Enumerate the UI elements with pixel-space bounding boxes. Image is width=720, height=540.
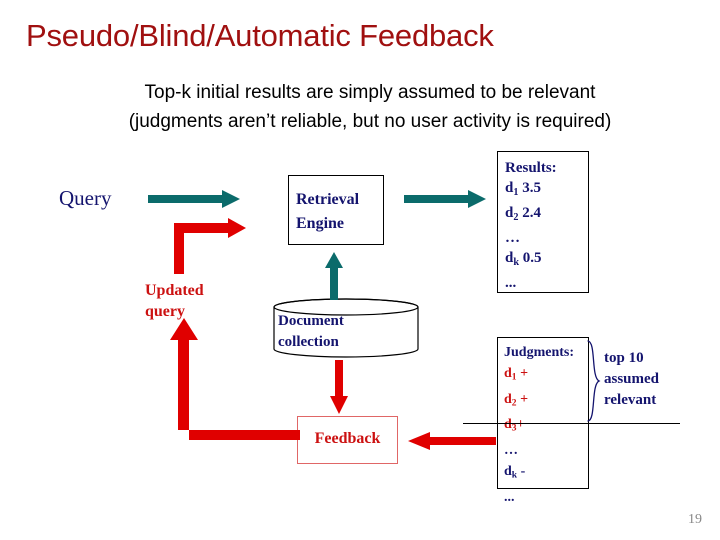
document-collection-label: Document collection [278, 311, 344, 353]
document-collection-line-2: collection [278, 334, 339, 350]
results-score: 3.5 [522, 180, 541, 196]
results-doc-subscript: k [513, 256, 520, 268]
judgments-doc: d [504, 391, 512, 407]
results-doc-subscript: 1 [513, 186, 519, 198]
judgments-doc: ... [504, 489, 515, 505]
arrow-retrieval-engine-to-results [404, 190, 486, 208]
arrow-document-collection-to-feedback [330, 360, 348, 414]
judgments-row: d2 + [504, 389, 574, 415]
judgments-row: … [504, 440, 574, 461]
feedback-label: Feedback [314, 430, 381, 447]
updated-query-label: Updated query [145, 280, 204, 322]
judgments-mark: + [516, 417, 525, 433]
judgments-doc: … [504, 442, 518, 458]
results-row: d1 3.5 [505, 178, 557, 203]
judgments-row: d3+ [504, 414, 574, 440]
results-doc: d [505, 204, 514, 221]
arrow-feedback-to-updated-query [160, 318, 300, 440]
results-doc: … [505, 229, 520, 246]
judgments-doc-subscript: 3 [511, 423, 517, 434]
retrieval-engine-label: Retrieval Engine [296, 188, 359, 236]
results-heading: Results: [505, 160, 557, 176]
results-row: … [505, 228, 557, 248]
curly-brace-icon [585, 339, 603, 423]
results-row: dk 0.5 [505, 248, 557, 273]
results-doc-subscript: 2 [513, 211, 519, 223]
retrieval-engine-box: Retrieval Engine [288, 175, 384, 245]
judgments-doc: d [504, 366, 512, 381]
judgments-row: d1 + [504, 363, 574, 389]
subtitle-line-2: (judgments aren’t reliable, but no user … [128, 111, 612, 132]
slide-subtitle: Top-k initial results are simply assumed… [50, 78, 690, 136]
results-doc: d [505, 180, 514, 196]
judgments-heading: Judgments: [504, 345, 575, 360]
judgments-list: Judgments: d1 + d2 + d3+ … dk - ... [504, 342, 574, 508]
results-row: d2 2.4 [505, 203, 557, 228]
retrieval-engine-line-1: Retrieval [296, 191, 360, 208]
results-list: Results: d1 3.5 d2 2.4 … dk 0.5 ... [505, 158, 557, 293]
feedback-box: Feedback [297, 416, 398, 464]
updated-query-line-2: query [145, 303, 185, 320]
judgments-doc: d [504, 463, 512, 479]
results-box: Results: d1 3.5 d2 2.4 … dk 0.5 ... [497, 151, 589, 293]
query-label: Query [59, 186, 112, 210]
judgments-mark: - [520, 463, 526, 479]
document-collection-cylinder [272, 298, 420, 358]
callout-line-1: top 10 [604, 350, 644, 366]
judgments-mark: + [520, 391, 529, 407]
judgments-doc-subscript: k [511, 470, 518, 481]
page-number: 19 [688, 512, 702, 527]
results-doc: d [505, 249, 514, 266]
judgments-row: ... [504, 487, 574, 508]
callout-line-3: relevant [604, 392, 657, 408]
judgments-doc-subscript: 2 [511, 398, 517, 409]
updated-query-line-1: Updated [145, 282, 204, 299]
document-collection-line-1: Document [278, 313, 344, 329]
judgments-row: dk - [504, 461, 574, 487]
subtitle-line-1: Top-k initial results are simply assumed… [144, 82, 596, 103]
arrow-updated-query-to-retrieval-engine [174, 218, 246, 274]
judgments-mark: + [520, 366, 529, 381]
judgments-box: Judgments: d1 + d2 + d3+ … dk - ... [497, 337, 589, 505]
callout-line-2: assumed [604, 371, 660, 387]
arrow-document-collection-to-retrieval-engine [325, 252, 343, 300]
results-doc: ... [505, 274, 517, 291]
arrow-judgments-to-feedback [408, 432, 496, 450]
slide-title: Pseudo/Blind/Automatic Feedback [26, 18, 494, 53]
divider-line [463, 423, 680, 424]
results-score: 0.5 [522, 249, 542, 266]
callout-text: top 10 assumed relevant [604, 348, 659, 411]
results-row: ... [505, 273, 557, 293]
results-score: 2.4 [522, 204, 541, 221]
judgments-doc: d [504, 417, 512, 433]
retrieval-engine-line-2: Engine [296, 215, 345, 232]
arrow-query-to-retrieval-engine [148, 190, 240, 208]
judgments-doc-subscript: 1 [511, 372, 517, 383]
